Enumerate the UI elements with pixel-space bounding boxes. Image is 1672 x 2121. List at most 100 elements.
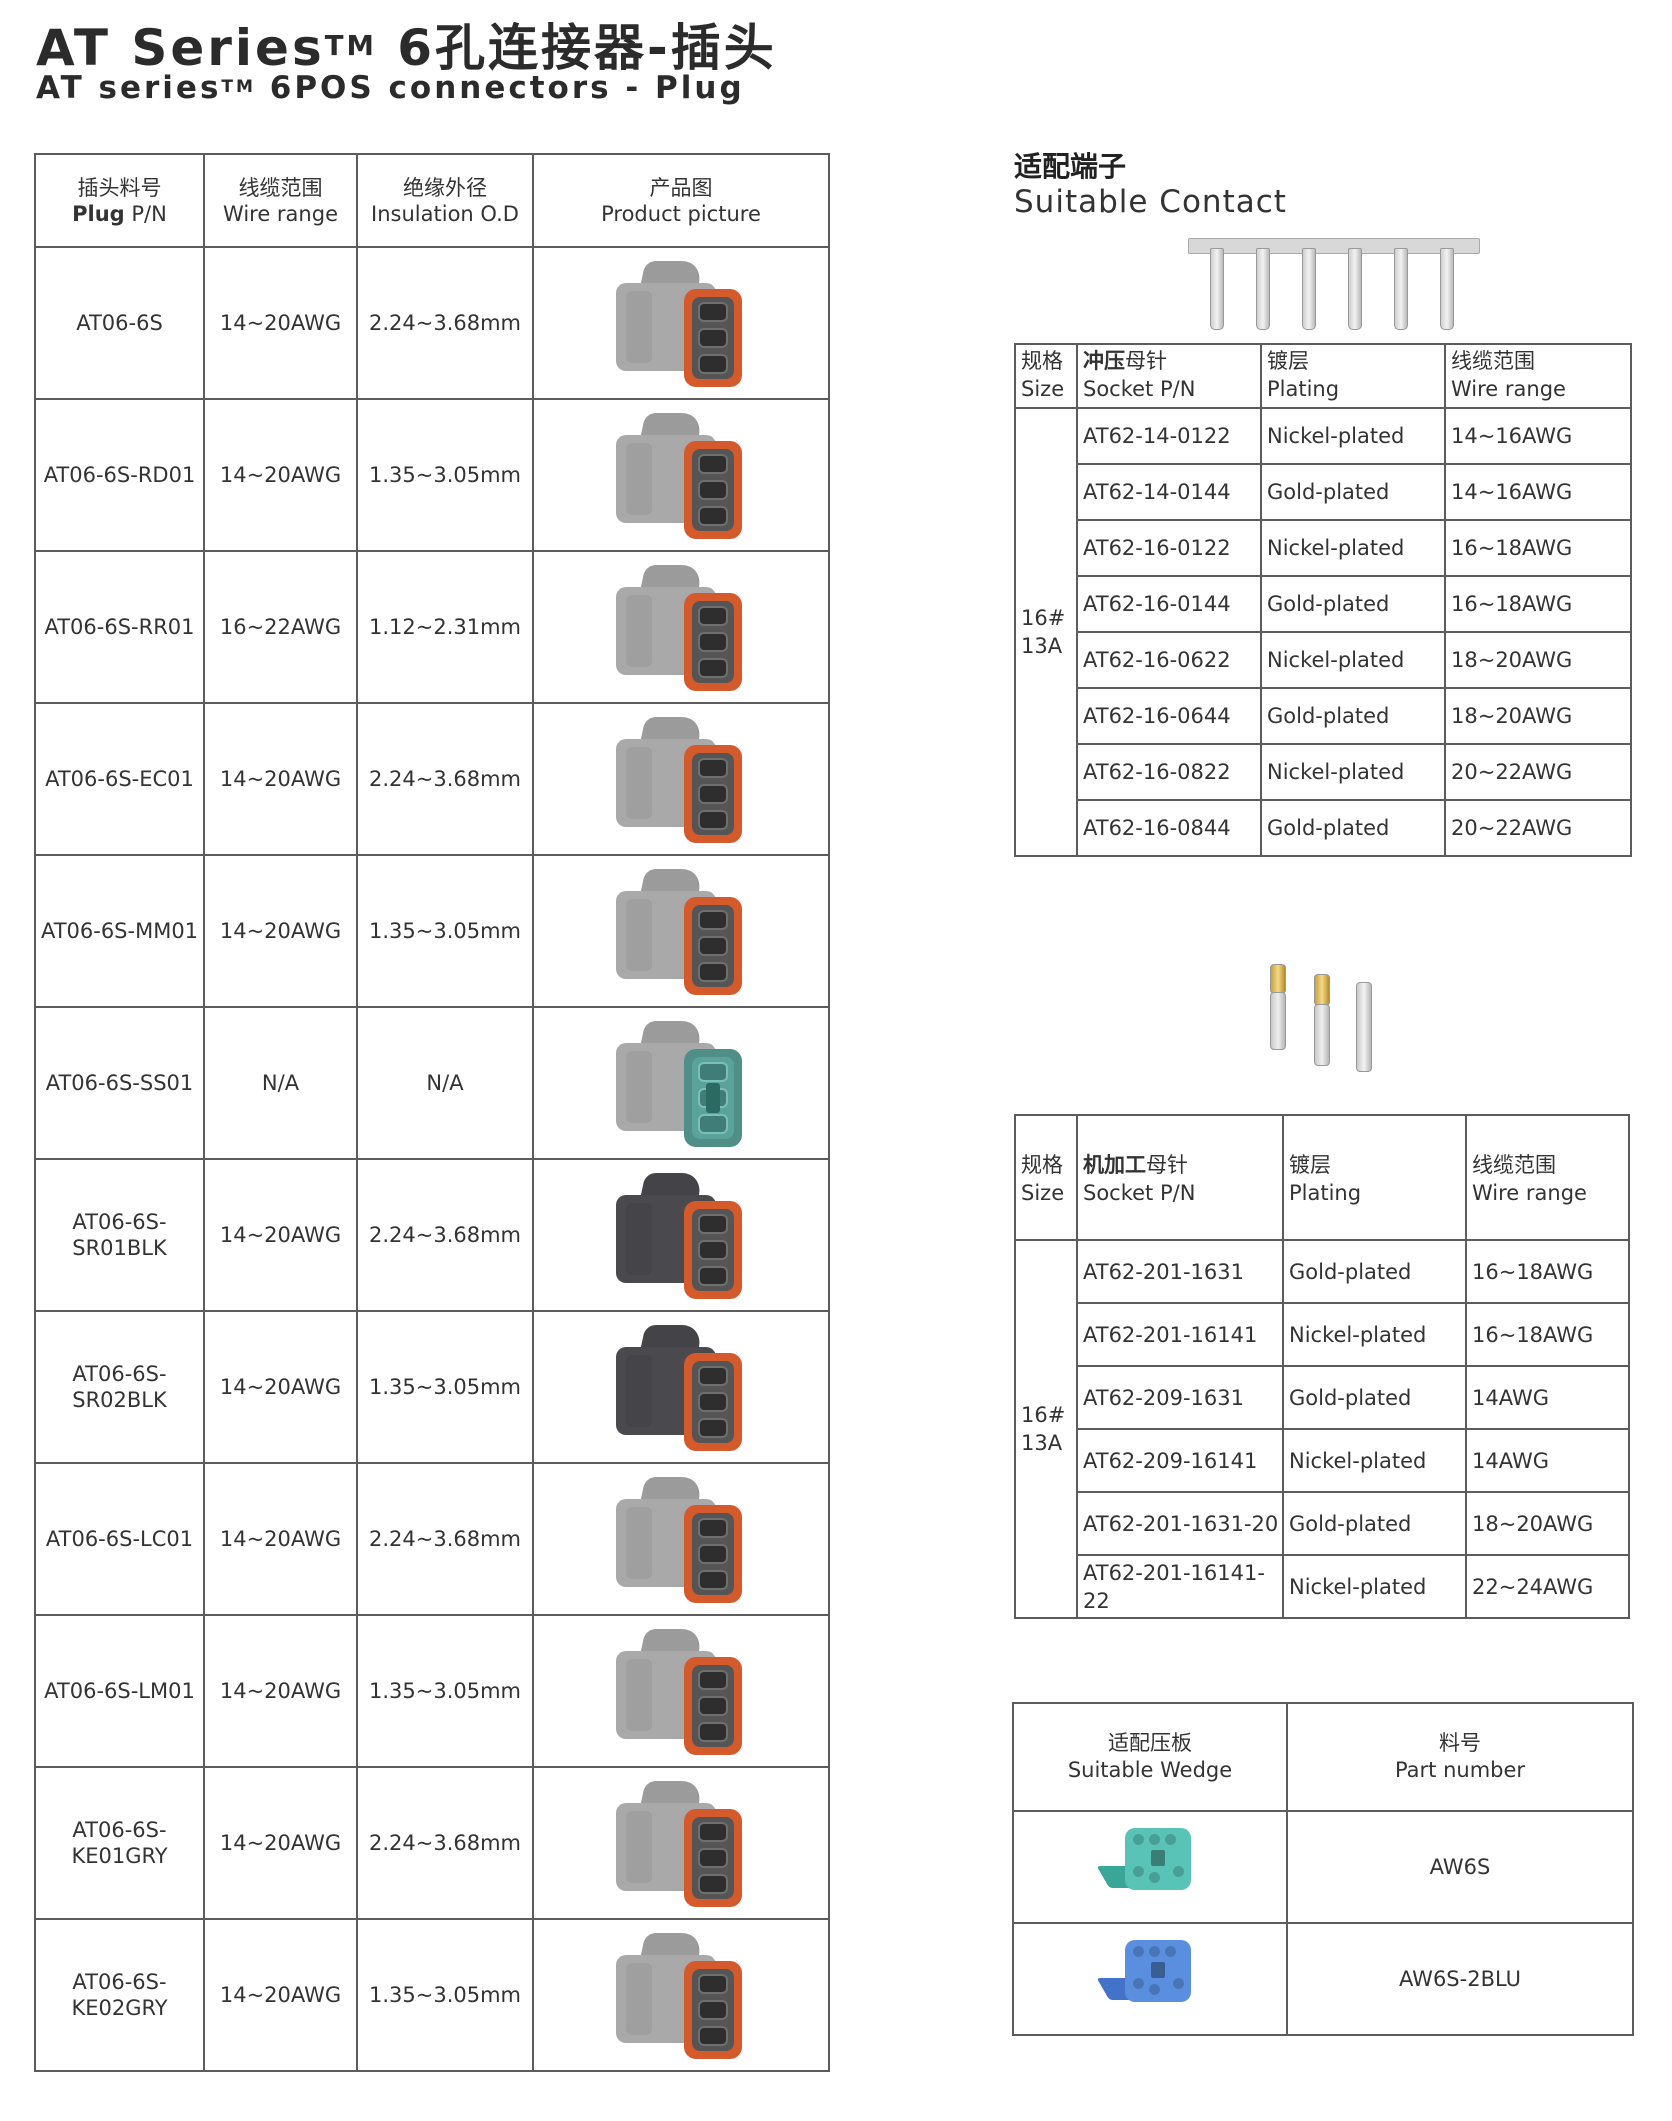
plug-connector-image (606, 1317, 756, 1457)
plating: Gold-plated (1260, 463, 1446, 521)
wire-range-cell: 14~20AWG (203, 246, 358, 400)
wire-range: 18~20AWG (1465, 1491, 1630, 1556)
plug-pn: AT06-6S-RD01 (43, 463, 196, 487)
socket-pn: AT62-14-0144 (1076, 463, 1262, 521)
plating: Gold-plated (1282, 1365, 1467, 1430)
plug-pn: AT06-6S-EC01 (45, 767, 194, 791)
wire-range-cell: 14~20AWG (203, 1158, 358, 1312)
wire-range: 16~18AWG (1465, 1239, 1630, 1304)
socket-pn: AT62-201-1631 (1076, 1239, 1284, 1304)
insulation-od-cell: 1.35~3.05mm (356, 1918, 534, 2072)
plug-connector-image (606, 405, 756, 545)
wire-range-cell: 14~20AWG (203, 702, 358, 856)
product-picture-cell (532, 854, 830, 1008)
wedge-row: AW6S-2BLU (1012, 1922, 1634, 2036)
plug-pn-cell: AT06-6S- KE01GRY (34, 1766, 205, 1920)
plug-pn-cell: AT06-6S (34, 246, 205, 400)
wire-range: 16~18AWG (1444, 575, 1632, 633)
plug-pn: AT06-6S-RR01 (44, 615, 195, 639)
wedge-picture-cell (1012, 1922, 1288, 2036)
plug-connector-image (606, 253, 756, 393)
wire-range-cell: 14~20AWG (203, 1766, 358, 1920)
plating: Nickel-plated (1282, 1302, 1467, 1367)
socket-pn: AT62-201-16141 (1076, 1302, 1284, 1367)
plug-pn: AT06-6S- KE02GRY (71, 1970, 168, 2020)
plug-connector-image (606, 709, 756, 849)
socket-pn: AT62-16-0844 (1076, 799, 1262, 857)
insulation-od-cell: 1.35~3.05mm (356, 1614, 534, 1768)
plug-connector-image (606, 861, 756, 1001)
socket-pn: AT62-201-1631-20 (1076, 1491, 1284, 1556)
machined-contact-image (1258, 960, 1378, 1080)
plug-pn-cell: AT06-6S-LM01 (34, 1614, 205, 1768)
page-subtitle: AT seriesTM 6POS connectors - Plug (36, 70, 745, 106)
plug-connector-image (606, 1013, 756, 1153)
plating: Gold-plated (1282, 1239, 1467, 1304)
plating: Gold-plated (1282, 1491, 1467, 1556)
plug-pn: AT06-6S-LM01 (44, 1679, 195, 1703)
insulation-od-cell: 1.35~3.05mm (356, 398, 534, 552)
plating: Nickel-plated (1260, 519, 1446, 577)
plug-pn: AT06-6S-MM01 (40, 919, 199, 943)
socket-pn: AT62-16-0122 (1076, 519, 1262, 577)
wire-range: 20~22AWG (1444, 799, 1632, 857)
socket-pn: AT62-209-1631 (1076, 1365, 1284, 1430)
wedge-row: AW6S (1012, 1810, 1634, 1924)
plating: Gold-plated (1260, 575, 1446, 633)
wire-range: 16~18AWG (1444, 519, 1632, 577)
insulation-od-cell: 2.24~3.68mm (356, 1462, 534, 1616)
plating: Gold-plated (1260, 799, 1446, 857)
product-picture-cell (532, 1158, 830, 1312)
plug-pn: AT06-6S- SR01BLK (72, 1210, 167, 1260)
wire-range-cell: 14~20AWG (203, 1918, 358, 2072)
insulation-od-cell: 2.24~3.68mm (356, 1158, 534, 1312)
product-picture-cell (532, 1766, 830, 1920)
plug-connector-image (606, 1469, 756, 1609)
wire-range: 18~20AWG (1444, 687, 1632, 745)
wire-range-cell: 14~20AWG (203, 1310, 358, 1464)
plug-connector-image (606, 1621, 756, 1761)
plating: Nickel-plated (1260, 407, 1446, 465)
insulation-od-cell: 2.24~3.68mm (356, 702, 534, 856)
plug-connector-image (606, 1165, 756, 1305)
plug-pn: AT06-6S- SR02BLK (72, 1362, 167, 1412)
plug-pn-cell: AT06-6S-LC01 (34, 1462, 205, 1616)
product-picture-cell (532, 1006, 830, 1160)
plug-connector-image (606, 1773, 756, 1913)
wedge-part-number: AW6S-2BLU (1286, 1922, 1634, 2036)
insulation-od-cell: 1.35~3.05mm (356, 854, 534, 1008)
plug-pn-cell: AT06-6S-RR01 (34, 550, 205, 704)
insulation-od-cell: 2.24~3.68mm (356, 246, 534, 400)
wedge-image (1095, 1822, 1205, 1912)
plug-pn-cell: AT06-6S-MM01 (34, 854, 205, 1008)
wire-range: 20~22AWG (1444, 743, 1632, 801)
product-picture-cell (532, 398, 830, 552)
wire-range: 14~16AWG (1444, 463, 1632, 521)
plug-pn: AT06-6S- KE01GRY (71, 1818, 168, 1868)
plug-pn-cell: AT06-6S-EC01 (34, 702, 205, 856)
